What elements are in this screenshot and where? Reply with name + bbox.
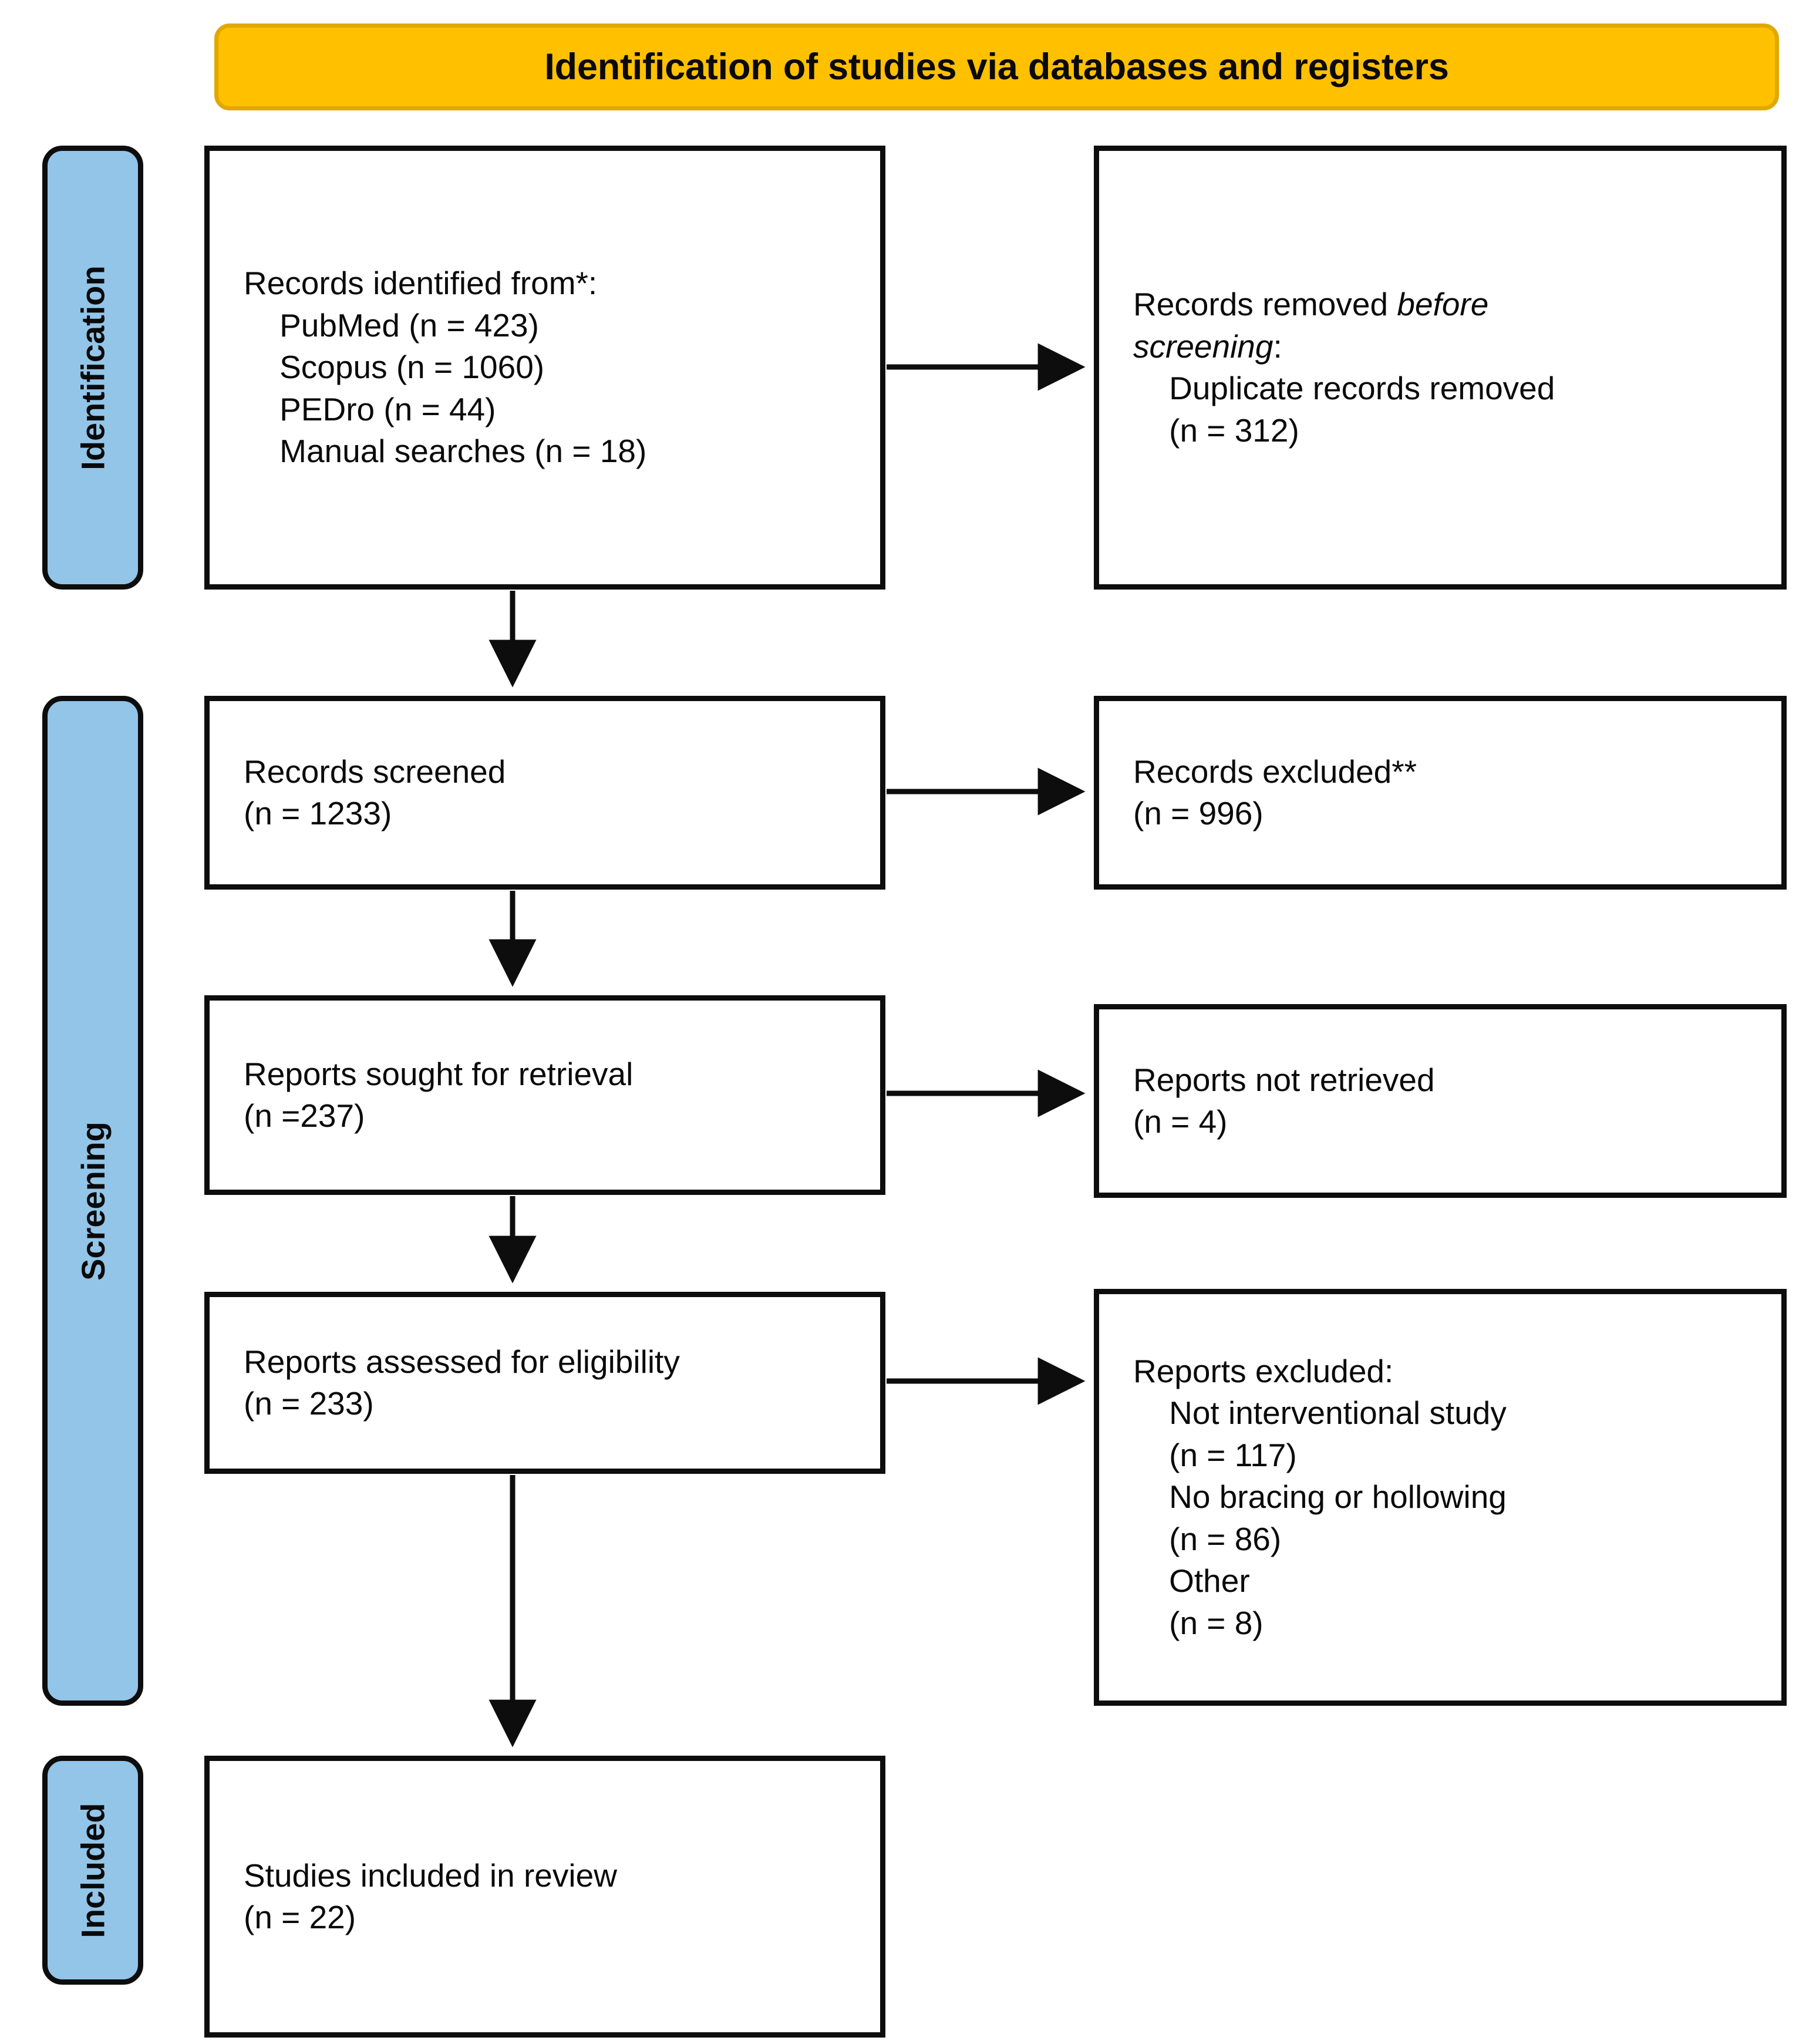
box-reports-assessed-text: Reports assessed for eligibility (n = 23… [244, 1343, 680, 1422]
box-records-identified-text: Records identified from*: PubMed (n = 42… [244, 265, 647, 470]
box-reports-excluded-text: Reports excluded: Not interventional stu… [1133, 1352, 1507, 1641]
box-records-removed-text: Records removed before screening: Duplica… [1099, 284, 1566, 452]
removed-italic-before: before [1397, 286, 1489, 322]
removed-italic-screening: screening [1133, 328, 1273, 365]
box-reports-excluded: Reports excluded: Not interventional stu… [1094, 1289, 1787, 1706]
removed-rest: : Duplicate records removed (n = 312) [1169, 328, 1555, 449]
stage-label-screening: Screening [42, 696, 143, 1706]
box-reports-not-retrieved-text: Reports not retrieved (n = 4) [1133, 1061, 1435, 1140]
box-studies-included-in-review: Studies included in review (n = 22) [204, 1756, 885, 2038]
stage-label-included-text: Included [74, 1802, 112, 1938]
box-records-excluded: Records excluded** (n = 996) [1094, 696, 1787, 890]
diagram-header-banner: Identification of studies via databases … [214, 23, 1779, 110]
box-studies-included-text: Studies included in review (n = 22) [244, 1857, 617, 1936]
box-records-screened-text: Records screened (n = 1233) [244, 753, 506, 832]
box-reports-sought-text: Reports sought for retrieval (n =237) [244, 1055, 634, 1134]
stage-label-included: Included [42, 1756, 143, 1985]
box-records-screened: Records screened (n = 1233) [204, 696, 885, 890]
stage-label-identification: Identification [42, 146, 143, 590]
box-reports-sought-for-retrieval: Reports sought for retrieval (n =237) [204, 995, 885, 1195]
box-reports-assessed-for-eligibility: Reports assessed for eligibility (n = 23… [204, 1292, 885, 1474]
stage-label-screening-text: Screening [74, 1121, 112, 1281]
box-records-excluded-text: Records excluded** (n = 996) [1133, 753, 1417, 832]
removed-prefix: Records removed [1133, 286, 1397, 322]
box-reports-not-retrieved: Reports not retrieved (n = 4) [1094, 1004, 1787, 1198]
box-records-removed-before-screening: Records removed before screening: Duplica… [1094, 146, 1787, 590]
box-records-identified: Records identified from*: PubMed (n = 42… [204, 146, 885, 590]
page-title: Identification of studies via databases … [544, 46, 1449, 87]
stage-label-identification-text: Identification [74, 265, 112, 470]
